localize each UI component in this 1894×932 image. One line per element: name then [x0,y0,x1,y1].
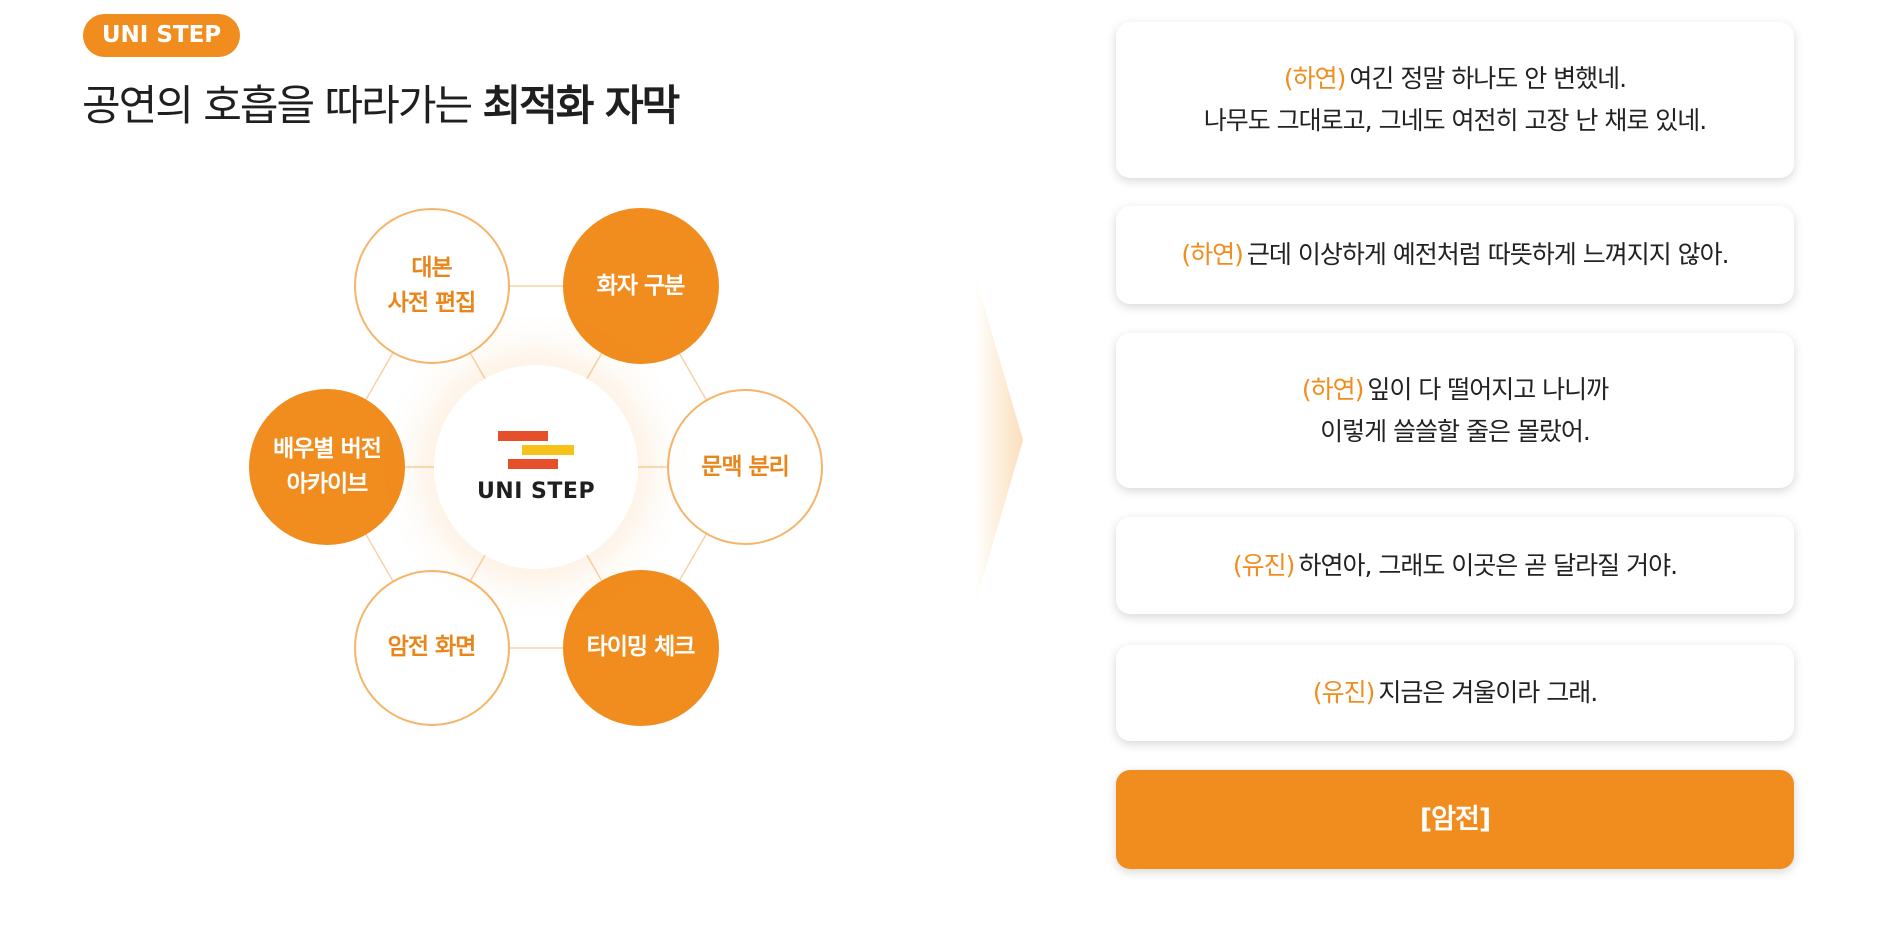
logo-bar-top [498,430,548,441]
logo-bar-bottom [508,458,558,469]
page-title: 공연의 호흡을 따라가는 최적화 자막 [82,72,680,133]
subtitle-text: 나무도 그대로고, 그네도 여전히 고장 난 채로 있네. [1203,106,1708,135]
subtitle-line: (하연)근데 이상하게 예전처럼 따뜻하게 느껴지지 않아. [1181,234,1730,276]
blackout-label: [암전] [1419,803,1491,835]
subtitle-text: 지금은 겨울이라 그래. [1378,678,1598,707]
subtitle-text: 하연아, 그래도 이곳은 곧 달라질 거야. [1298,550,1678,580]
subtitle-line: 나무도 그대로고, 그네도 여전히 고장 난 채로 있네. [1203,100,1708,142]
speaker-label: (하연) [1301,374,1365,404]
title-bold: 최적화 자막 [482,81,680,130]
speaker-label: (하연) [1181,240,1244,269]
title-prefix: 공연의 호흡을 따라가는 [82,81,473,130]
speaker-label: (유진) [1312,678,1376,707]
feature-node: 배우별 버전 아카이브 [249,389,405,545]
subtitle-text: 근데 이상하게 예전처럼 따뜻하게 느껴지지 않아. [1246,240,1730,269]
subtitle-card: (하연)여긴 정말 하나도 안 변했네. 나무도 그대로고, 그네도 여전히 고장… [1116,22,1794,178]
speaker-label: (하연) [1283,64,1347,93]
feature-node-label: 배우별 버전 아카이브 [273,436,382,497]
subtitle-line: (하연)잎이 다 떨어지고 나니까 [1301,369,1609,411]
feature-node: 타이밍 체크 [562,569,719,726]
speaker-label: (유진) [1232,550,1296,580]
subtitle-line: (유진)지금은 겨울이라 그래. [1312,672,1598,714]
feature-node-label: 대본 사전 편집 [387,255,477,316]
feature-node: 화자 구분 [562,208,719,364]
subtitle-line: (유진)하연아, 그래도 이곳은 곧 달라질 거야. [1232,545,1678,587]
logo-text: UNI STEP [476,478,596,504]
feature-node-label: 화자 구분 [596,272,686,299]
feature-node-label: 암전 화면 [387,634,477,661]
subtitle-line: (하연)여긴 정말 하나도 안 변했네. [1283,58,1627,100]
feature-node-label: 타이밍 체크 [586,634,696,661]
feature-node: 대본 사전 편집 [353,208,510,364]
blackout-card: [암전] [1116,770,1794,869]
feature-node: 암전 화면 [353,569,510,726]
brand-badge: UNI STEP [83,14,240,57]
subtitle-line: 이렇게 쓸쓸할 줄은 몰랐어. [1320,411,1591,453]
subtitle-card: (하연)근데 이상하게 예전처럼 따뜻하게 느껴지지 않아. [1116,206,1794,304]
subtitle-card: (유진)하연아, 그래도 이곳은 곧 달라질 거야. [1116,517,1794,614]
subtitle-card: (유진)지금은 겨울이라 그래. [1116,645,1794,741]
subtitle-text: 여긴 정말 하나도 안 변했네. [1349,64,1627,93]
subtitle-text: 잎이 다 떨어지고 나니까 [1367,374,1609,404]
feature-node-label: 문맥 분리 [701,453,790,480]
subtitle-text: 이렇게 쓸쓸할 줄은 몰랐어. [1320,416,1591,446]
uni-step-logo-icon [498,430,574,473]
feature-node: 문맥 분리 [667,389,823,545]
center-logo: UNI STEP [434,365,638,569]
logo-bar-middle [522,444,574,455]
